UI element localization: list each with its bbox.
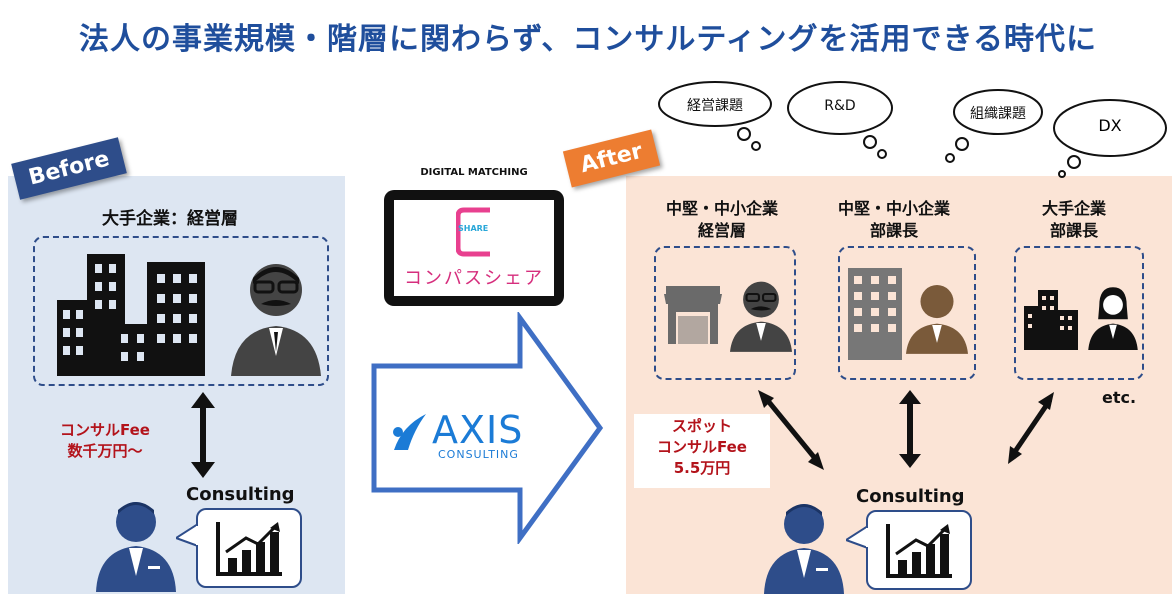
office-building-icon — [848, 268, 902, 360]
after-group-1-label: 中堅・中小企業 経営層 — [650, 198, 794, 242]
consultant-person-icon — [96, 502, 176, 592]
cloud-keiei: 経営課題 — [656, 80, 774, 151]
thought-cloud-icon — [787, 81, 893, 159]
compass-share-logo-icon — [456, 207, 490, 257]
big-right-arrow-icon — [371, 312, 604, 544]
after-group-2-line2: 部課長 — [869, 221, 918, 240]
office-buildings-icon — [1024, 290, 1078, 350]
thought-cloud-icon — [658, 81, 772, 151]
executive-person-icon — [231, 264, 321, 376]
vertical-double-arrow-center-icon — [899, 390, 921, 468]
axis-logo-icon — [393, 414, 426, 450]
share-logo-text: SHARE — [458, 224, 489, 233]
compass-share-text: コンパスシェア — [404, 268, 544, 289]
office-buildings-icon — [57, 254, 205, 376]
bubble-tail-icon — [846, 526, 868, 550]
executive-person-icon — [730, 281, 792, 352]
consultant-person-icon — [764, 504, 844, 594]
vertical-double-arrow-icon — [191, 392, 215, 478]
diagonal-double-arrow-left-icon — [758, 390, 824, 470]
before-chart-bubble — [196, 508, 302, 588]
spot-fee-box — [634, 414, 770, 488]
store-icon — [664, 286, 722, 344]
growth-chart-icon — [216, 522, 282, 576]
before-consulting-label: Consulting — [186, 484, 295, 505]
before-group-box — [33, 236, 329, 386]
bubble-tail-icon — [176, 524, 198, 548]
spot-fee-line2: コンサルFee — [657, 438, 747, 456]
female-manager-icon — [1088, 287, 1138, 350]
thought-cloud-icon — [945, 89, 1043, 163]
digital-matching-label: DIGITAL MATCHING — [420, 167, 528, 178]
cloud-soshiki: 組織課題 — [940, 88, 1044, 168]
thought-cloud-icon — [1053, 99, 1167, 178]
cloud-rnd-text: R&D — [824, 98, 856, 114]
spot-fee-text: スポット コンサルFee 5.5万円 — [636, 416, 768, 479]
after-group-3-line1: 大手企業 — [1041, 199, 1106, 218]
growth-chart-icon — [886, 524, 952, 578]
after-group-2-label: 中堅・中小企業 部課長 — [822, 198, 966, 242]
cloud-dx: DX — [1044, 98, 1170, 178]
after-group-1-line2: 経営層 — [697, 221, 746, 240]
axis-brand-text: AXIS — [432, 408, 524, 452]
after-group-2-box — [838, 246, 976, 380]
cloud-keiei-text: 経営課題 — [687, 98, 743, 114]
manager-person-icon — [906, 285, 968, 354]
after-group-3-line2: 部課長 — [1049, 221, 1098, 240]
tablet-screen: SHARE コンパスシェア — [394, 200, 554, 296]
before-fee-text: コンサルFee 数千万円～ — [40, 420, 170, 462]
after-chart-bubble — [866, 510, 972, 590]
after-group-1-line1: 中堅・中小企業 — [665, 199, 778, 218]
after-group-3-label: 大手企業 部課長 — [1004, 198, 1144, 242]
cloud-soshiki-text: 組織課題 — [970, 106, 1026, 122]
after-group-1-box — [654, 246, 796, 380]
after-consulting-label: Consulting — [856, 486, 965, 507]
after-group-3-box — [1014, 246, 1144, 380]
before-fee-line1: コンサルFee — [60, 421, 150, 439]
after-group-2-line1: 中堅・中小企業 — [837, 199, 950, 218]
diagonal-double-arrow-right-icon — [1008, 392, 1054, 464]
before-group-label: 大手企業：経営層 — [102, 209, 238, 229]
etc-text: etc. — [1102, 388, 1137, 407]
spot-fee-line3: 5.5万円 — [673, 459, 731, 477]
page-title: 法人の事業規模・階層に関わらず、コンサルティングを活用できる時代に — [79, 22, 1097, 57]
cloud-dx-text: DX — [1098, 116, 1122, 135]
tablet-device: SHARE コンパスシェア — [384, 190, 564, 306]
after-connection-arrows — [758, 390, 1054, 470]
before-fee-line2: 数千万円～ — [67, 442, 143, 460]
spot-fee-line1: スポット — [671, 417, 732, 435]
axis-sub-text: CONSULTING — [438, 448, 519, 461]
cloud-rnd: R&D — [784, 80, 896, 159]
